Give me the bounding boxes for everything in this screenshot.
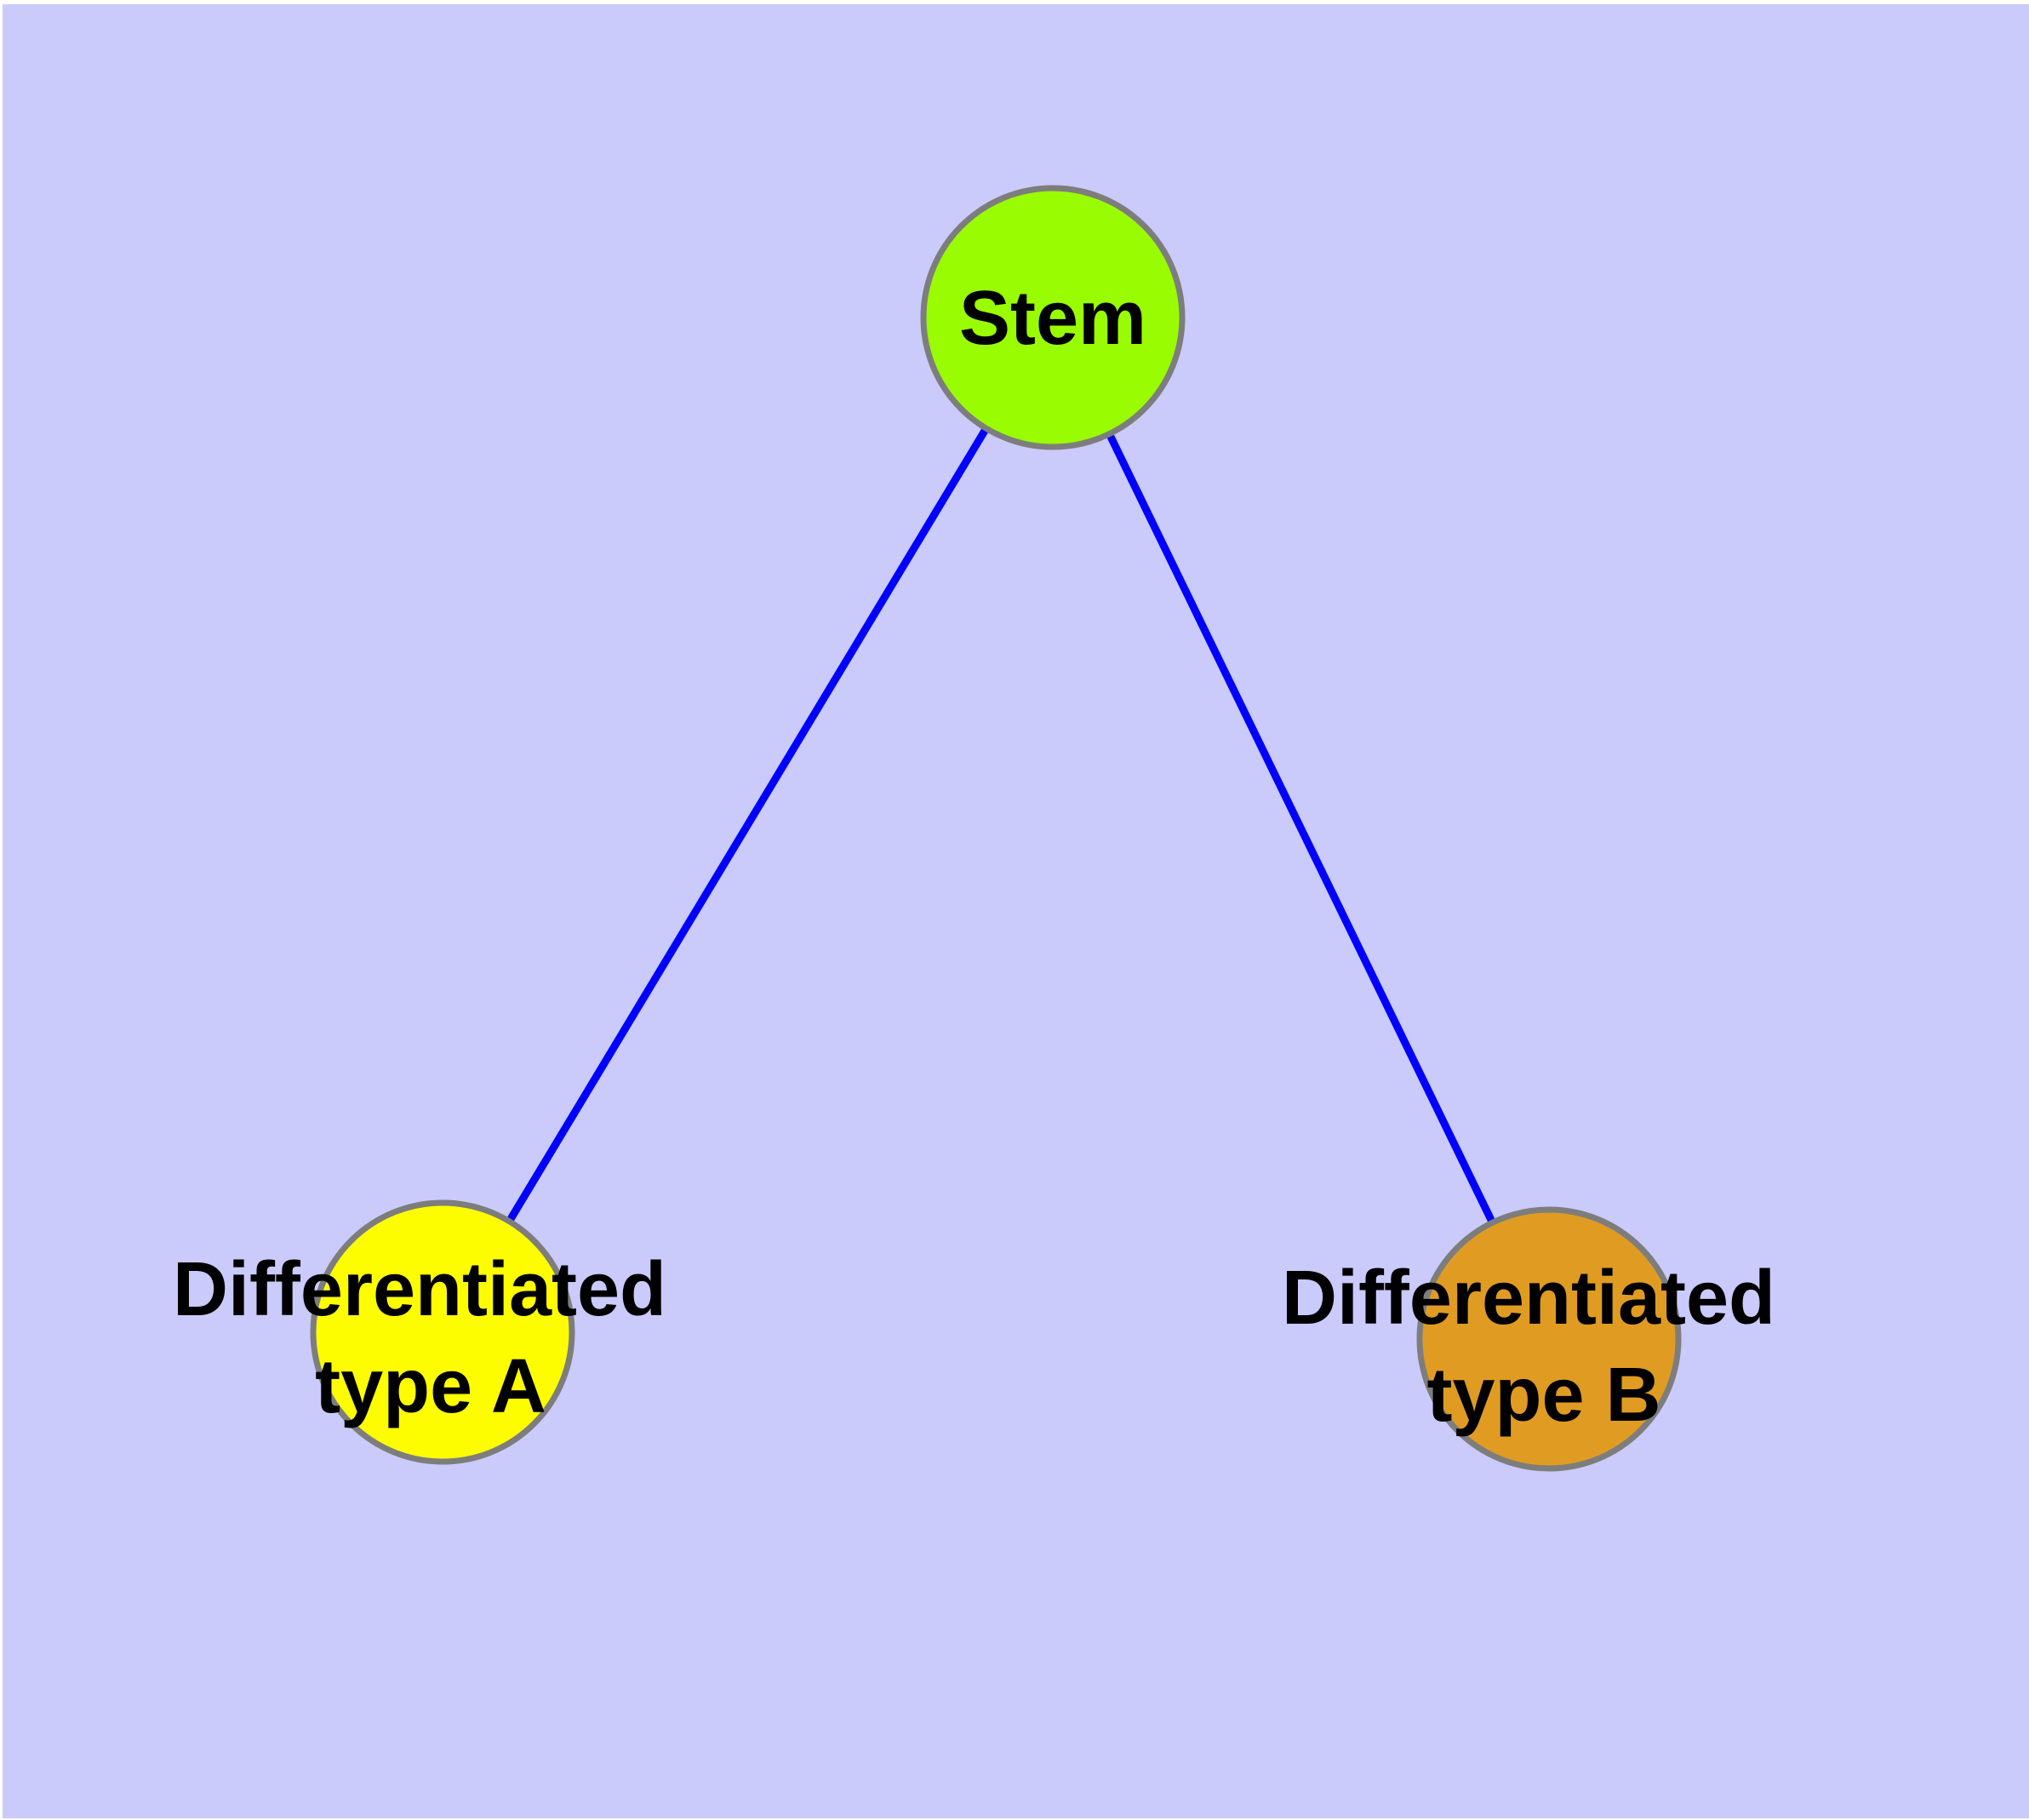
type-b-node-label-line2: type B [1426, 1353, 1660, 1438]
node-differentiated-type-b: Differentiated type B [1282, 1206, 1775, 1472]
type-a-node-label-line2: type A [315, 1344, 546, 1429]
type-a-node-circle [310, 1199, 575, 1465]
type-b-node-circle [1416, 1206, 1682, 1472]
edges [439, 315, 1553, 1341]
node-differentiated-type-a: Differentiated type A [173, 1199, 666, 1465]
stem-node-label: Stem [959, 276, 1146, 361]
edge-stem-to-type-b [1049, 316, 1553, 1341]
type-a-node-label-line1: Differentiated [173, 1247, 666, 1332]
node-stem: Stem [920, 185, 1186, 450]
edge-stem-to-type-a [439, 315, 1056, 1335]
stem-node-circle [920, 185, 1186, 450]
type-b-node-label-line1: Differentiated [1282, 1256, 1775, 1341]
